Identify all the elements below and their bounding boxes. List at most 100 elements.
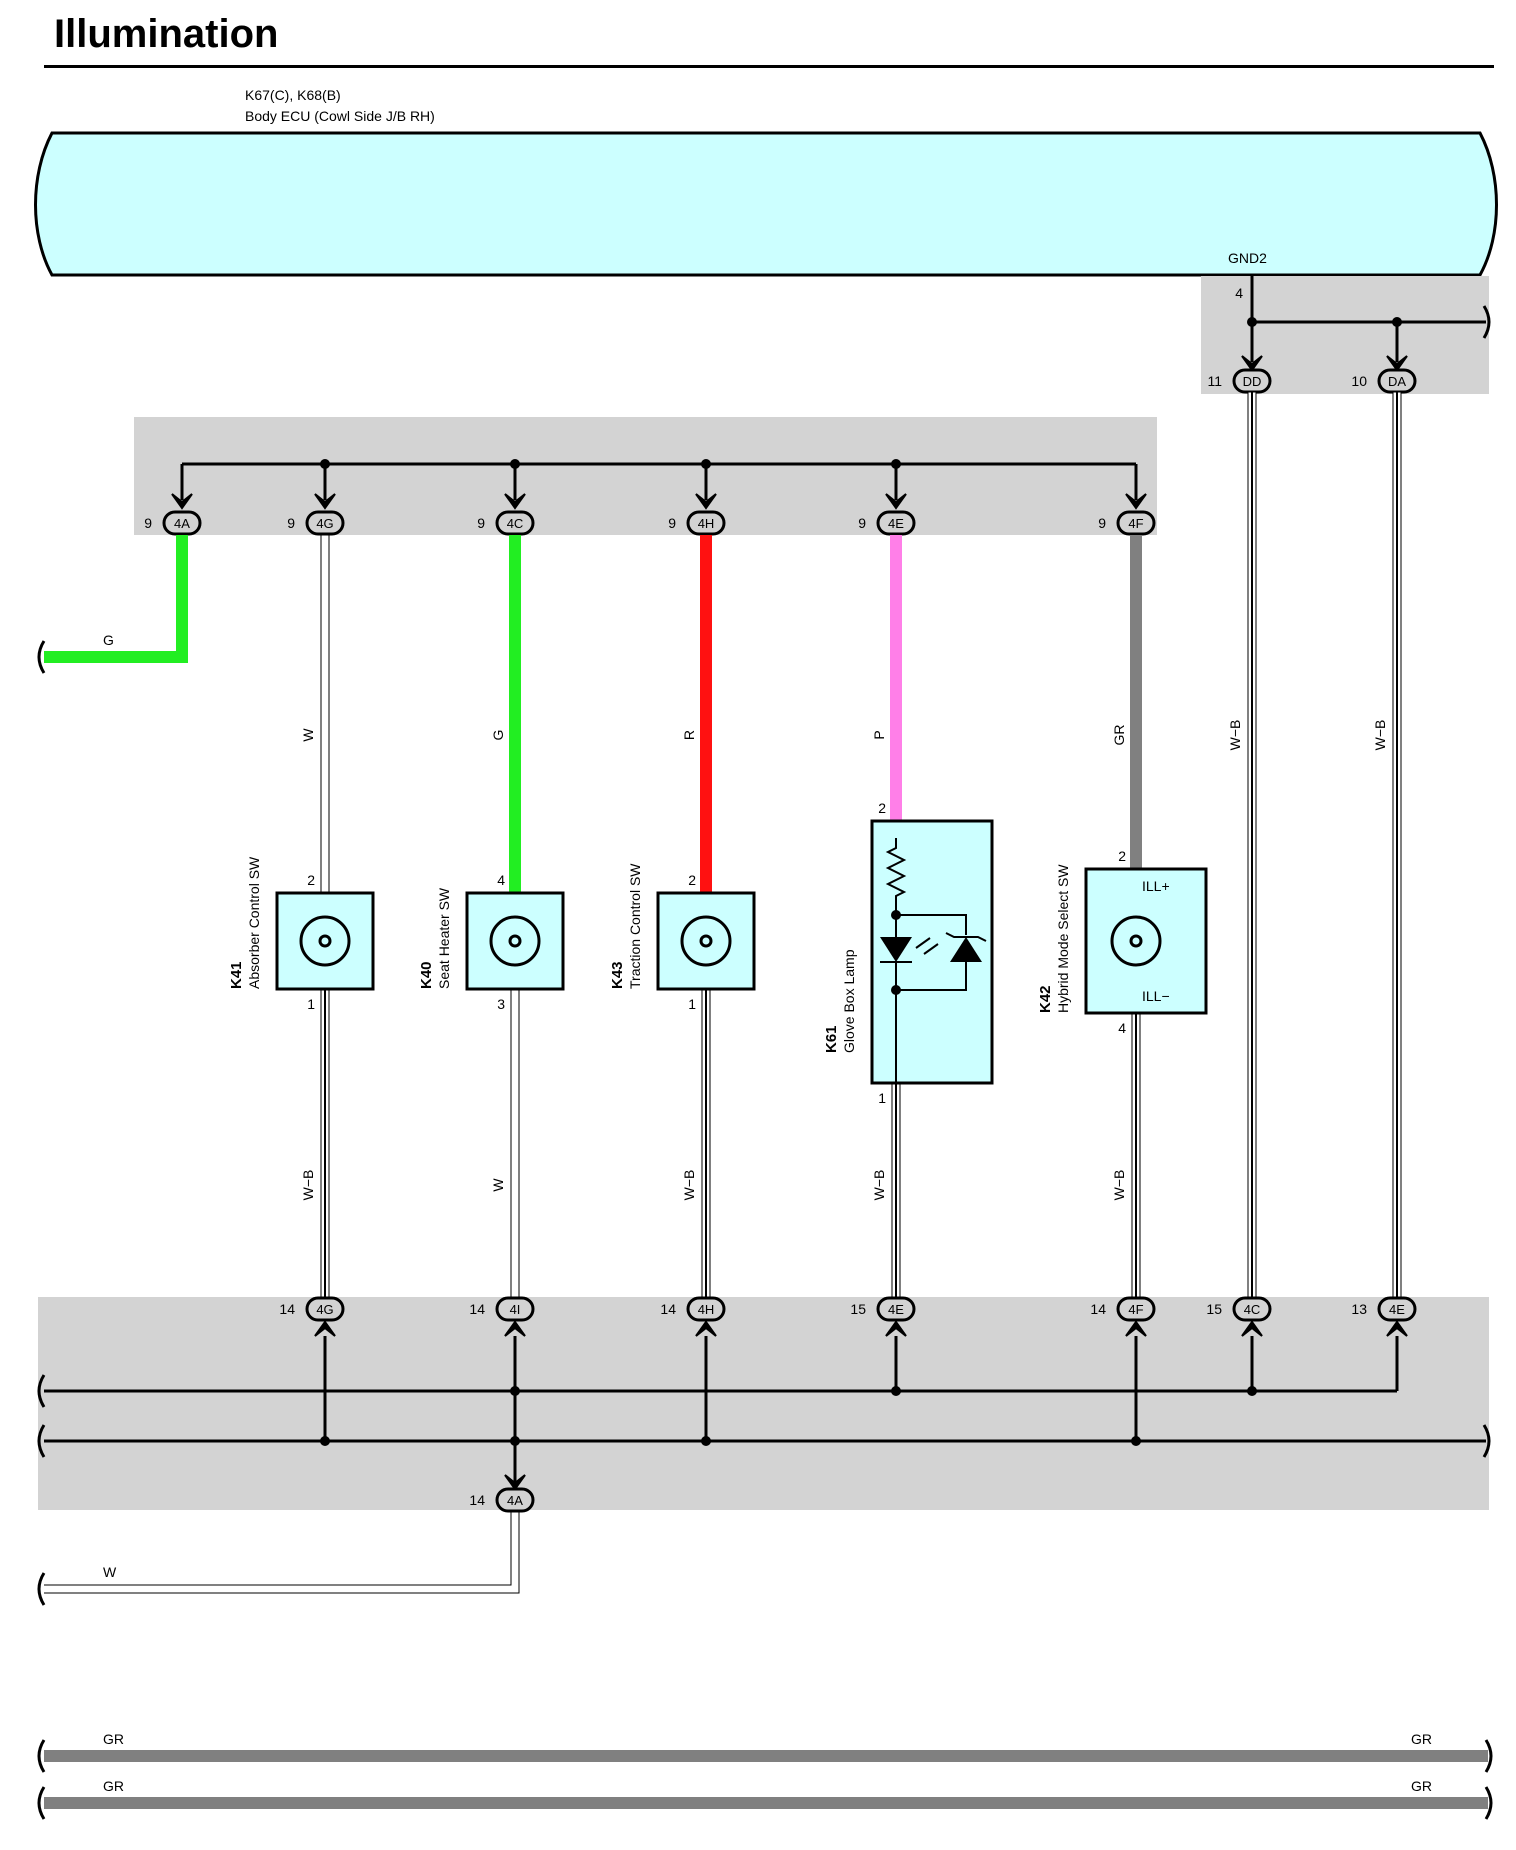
bottom-node [320, 1436, 330, 1446]
top-connector-badge [305, 510, 345, 536]
title-rule [44, 65, 1494, 68]
bottom-w-break [37, 1572, 46, 1606]
gnd-long-wire-label: W−B [1372, 720, 1388, 751]
bottom-arrow [1125, 1320, 1147, 1337]
gnd2-connector-pin: 11 [1207, 373, 1222, 389]
component-box [465, 891, 565, 991]
top-connector-conn-label: 4F [1128, 516, 1143, 531]
bottom-node [1247, 1386, 1257, 1396]
bottom-arrow [1241, 1320, 1263, 1337]
left-g-wire [44, 535, 188, 663]
comp-pin-top: 2 [307, 872, 315, 888]
bottom-connector-pin: 14 [279, 1301, 295, 1317]
bulb-filament [699, 934, 713, 948]
top-drop-arrow [695, 493, 717, 510]
top-connector-conn-label: 4A [174, 516, 190, 531]
gnd2-pin: 4 [1235, 285, 1243, 301]
bottom-connector-pin: 15 [850, 1301, 866, 1317]
comp-top-wire [1130, 535, 1142, 869]
top-connector-pin: 9 [1098, 515, 1106, 531]
gr-right-break [1484, 1786, 1493, 1820]
bottom-output-connector-conn-label: 4A [507, 1493, 523, 1508]
top-connector-conn-label: 4G [316, 516, 333, 531]
bottom-node [891, 1386, 901, 1396]
bottom-connector-badge [1377, 1296, 1417, 1322]
bottom-output-connector-badge [495, 1487, 535, 1513]
comp-code: K40 [418, 961, 435, 989]
bottom-connector-conn-label: 4F [1128, 1302, 1143, 1317]
top-connector-pin: 9 [287, 515, 295, 531]
top-connector-conn-label: 4C [507, 516, 524, 531]
bottom-connector-pin: 13 [1351, 1301, 1367, 1317]
ecu-code: K67(C), K68(B) [245, 87, 341, 103]
comp-bottom-wire-label: W−B [1111, 1170, 1127, 1201]
component-box [275, 891, 375, 991]
comp-name: Glove Box Lamp [841, 949, 857, 1053]
comp-bottom-wire-label: W−B [300, 1170, 316, 1201]
zener-icon [950, 937, 982, 962]
comp-top-wire-label: GR [1111, 725, 1127, 746]
bottom-connector-badge [305, 1296, 345, 1322]
top-junction-area [134, 417, 1157, 535]
bottom-connector-badge [876, 1296, 916, 1322]
zener-wire [896, 962, 967, 991]
led-wire [896, 914, 967, 935]
gnd2-connector-conn-label: DD [1243, 374, 1262, 389]
gr-line [44, 1750, 1488, 1762]
bottom-connector-badge [1116, 1296, 1156, 1322]
gr-right-label: GR [1411, 1731, 1432, 1747]
bottom-4a-arrow [504, 1474, 526, 1491]
comp-pin-bottom: 1 [878, 1090, 886, 1106]
gr-right-label: GR [1411, 1778, 1432, 1794]
left-g-break [37, 640, 46, 674]
top-drop-arrow [1125, 493, 1147, 510]
left-g-label: G [103, 632, 114, 648]
bottom-arrow [314, 1320, 336, 1337]
comp-pin-top: 2 [688, 872, 696, 888]
bottom-connector-conn-label: 4E [888, 1302, 904, 1317]
comp-top-wire [700, 535, 712, 893]
bottom-connector-conn-label: 4G [316, 1302, 333, 1317]
gr-left-label: GR [103, 1731, 124, 1747]
body-ecu-block [34, 131, 1498, 277]
bulb-icon [1110, 915, 1162, 967]
bottom-w-label: W [103, 1564, 117, 1580]
top-connector-badge [876, 510, 916, 536]
comp-top-wire [890, 535, 902, 821]
bottom-connector-pin: 15 [1206, 1301, 1222, 1317]
bottom-connector-badge [495, 1296, 535, 1322]
top-connector-pin: 9 [477, 515, 485, 531]
comp-bottom-wire-label: W−B [681, 1170, 697, 1201]
bottom-arrow [695, 1320, 717, 1337]
resistor-icon [885, 838, 907, 915]
top-connector-badge [1116, 510, 1156, 536]
comp-bottom-wire-label: W [490, 1178, 506, 1192]
bottom-connector-badge [1232, 1296, 1272, 1322]
gr-left-label: GR [103, 1778, 124, 1794]
term-ill-plus: ILL+ [1142, 878, 1170, 894]
bulb-filament [318, 934, 332, 948]
comp-name: Hybrid Mode Select SW [1055, 864, 1071, 1013]
bottom-connector-pin: 14 [1090, 1301, 1106, 1317]
top-connector-badge [162, 510, 202, 536]
bottom-w-wire-inner [44, 1511, 512, 1586]
gr-right-break [1484, 1739, 1493, 1773]
comp-bottom-wire-label: W−B [871, 1170, 887, 1201]
bulb-filament [508, 934, 522, 948]
gr-line [44, 1797, 1488, 1809]
bottom-w-wire-outer [44, 1511, 520, 1594]
comp-bottom-wire [510, 988, 520, 1298]
bottom-arrow [1386, 1320, 1408, 1337]
bulb-icon [489, 915, 541, 967]
gnd-long-wire-label: W−B [1227, 720, 1243, 751]
led-icon [880, 937, 912, 962]
comp-top-wire-label: W [300, 728, 316, 742]
bottom-node-4i [510, 1386, 520, 1396]
comp-pin-top: 4 [497, 872, 505, 888]
bottom-connector-conn-label: 4C [1244, 1302, 1261, 1317]
bottom-output-connector-pin: 14 [469, 1492, 485, 1508]
page-title: Illumination [54, 12, 279, 56]
comp-pin-bottom: 1 [307, 996, 315, 1012]
bottom-arrow [885, 1320, 907, 1337]
